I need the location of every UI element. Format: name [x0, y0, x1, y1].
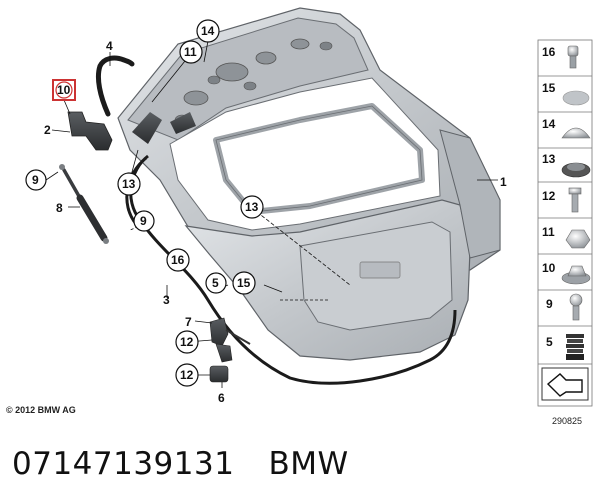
svg-text:15: 15 — [237, 276, 251, 290]
svg-text:14: 14 — [201, 24, 215, 38]
screw-icon — [568, 187, 582, 213]
legend-num-12: 12 — [542, 189, 556, 203]
svg-text:4: 4 — [106, 39, 113, 53]
parts-diagram: 1 2 3 4 6 7 8 9 9 10 11 13 13 14 15 5 16 — [25, 7, 593, 407]
callout-14: 14 — [196, 19, 220, 43]
legend-num-11: 11 — [542, 225, 555, 239]
copyright-notice: © 2012 BMW AG — [6, 405, 76, 415]
svg-text:2: 2 — [44, 123, 51, 137]
callout-12b: 12 — [175, 363, 199, 387]
svg-text:12: 12 — [180, 335, 194, 349]
bracket-part — [67, 111, 113, 151]
legend-num-14: 14 — [542, 117, 556, 131]
callout-13a: 13 — [117, 172, 141, 196]
legend-num-5: 5 — [546, 335, 553, 349]
legend-num-16: 16 — [542, 45, 556, 59]
gas-strut — [59, 164, 109, 244]
valve-icon — [567, 45, 579, 69]
flat-disc-icon — [562, 90, 590, 106]
grommet-icon — [561, 162, 591, 178]
svg-text:9: 9 — [32, 173, 39, 187]
brand-name: BMW — [268, 446, 349, 482]
hex-nut-icon — [565, 229, 591, 249]
callout-3: 3 — [163, 293, 170, 307]
svg-text:1: 1 — [500, 175, 507, 189]
arrow-icon — [541, 367, 589, 401]
callout-16: 16 — [166, 248, 190, 272]
svg-text:7: 7 — [185, 315, 192, 329]
legend-num-13: 13 — [542, 152, 556, 166]
svg-text:13: 13 — [245, 200, 259, 214]
part-number: 07147139131 — [12, 446, 235, 482]
bellows-icon — [566, 334, 584, 360]
svg-text:3: 3 — [163, 293, 170, 307]
parts-legend: 16 15 14 13 12 11 10 9 5 — [537, 39, 593, 407]
callout-15: 15 5 — [205, 271, 256, 295]
svg-text:12: 12 — [180, 368, 194, 382]
callout-9b: 9 — [133, 210, 155, 232]
callout-12a: 12 — [175, 330, 199, 354]
svg-text:9: 9 — [140, 214, 147, 228]
flange-nut-icon — [561, 265, 591, 285]
svg-text:10: 10 — [57, 83, 71, 97]
callout-13b: 13 — [240, 195, 264, 219]
lock-parts — [209, 317, 251, 383]
callout-2: 2 — [44, 123, 51, 137]
svg-text:6: 6 — [218, 391, 225, 405]
washer-hose — [95, 55, 135, 117]
dome-plug-icon — [561, 127, 591, 139]
diagram-code: 290825 — [552, 416, 583, 426]
svg-text:11: 11 — [184, 45, 197, 59]
ball-stud-icon — [569, 293, 583, 321]
svg-text:13: 13 — [122, 177, 136, 191]
callout-1: 1 — [500, 175, 507, 189]
legend-num-9: 9 — [546, 297, 553, 311]
callout-6: 6 — [218, 391, 225, 405]
callout-11: 11 — [179, 40, 203, 64]
callout-9a: 9 — [25, 169, 47, 191]
legend-num-10: 10 — [542, 261, 556, 275]
svg-text:8: 8 — [56, 201, 63, 215]
callout-8: 8 — [56, 201, 63, 215]
svg-text:5: 5 — [212, 276, 219, 290]
callout-4: 4 — [106, 39, 113, 53]
part-footer: 07147139131 BMW — [12, 444, 349, 484]
callout-10-highlight: 10 — [52, 79, 76, 101]
svg-text:16: 16 — [171, 253, 185, 267]
callout-7: 7 — [185, 315, 192, 329]
tailgate-illustration — [117, 7, 501, 361]
legend-num-15: 15 — [542, 81, 556, 95]
